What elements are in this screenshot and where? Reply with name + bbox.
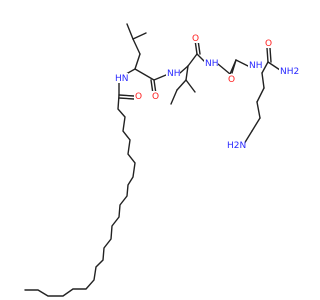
oxygen-label: O (152, 92, 159, 102)
nitrogen-label: NH (205, 59, 219, 69)
isoleucine-residue (170, 39, 206, 105)
oxygen-label: O (192, 34, 199, 44)
oxygen-label: O (135, 92, 142, 102)
molecule-diagram: O HN O NH O NH O NH O NH2 H2N (24, 23, 300, 297)
fatty-acyl-chain (24, 81, 136, 297)
nitrogen-label: NH (249, 61, 263, 71)
oxygen-label: O (265, 39, 272, 49)
amide-nh2-label: NH2 (280, 67, 299, 77)
structure-svg: O HN O NH O NH O NH O NH2 H2N (24, 23, 299, 297)
oxygen-label: O (228, 75, 235, 85)
lysine-residue (243, 47, 281, 145)
nitrogen-label: NH (167, 69, 181, 79)
nitrogen-label: HN (115, 74, 129, 84)
amine-label: H2N (227, 141, 246, 151)
glycine-residue (217, 59, 249, 75)
atom-labels: O HN O NH O NH O NH O NH2 H2N (114, 33, 299, 151)
